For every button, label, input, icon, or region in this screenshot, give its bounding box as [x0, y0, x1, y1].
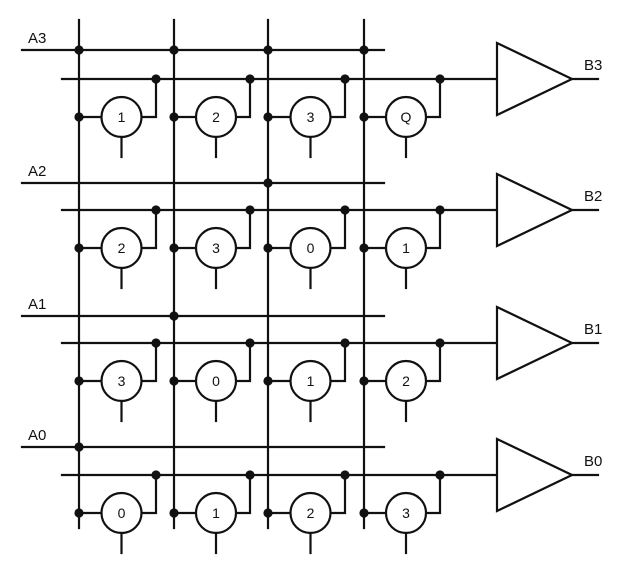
bus-junction-dot — [340, 205, 350, 215]
cell-wire-right — [329, 208, 347, 250]
cell-value: 2 — [212, 109, 220, 125]
bus-junction-dot — [245, 338, 255, 348]
cell-value: 2 — [118, 240, 126, 256]
column-junction-dot — [359, 508, 369, 518]
bus-junction-dot — [435, 338, 445, 348]
column-junction-dot — [169, 376, 179, 386]
address-junction-dot — [359, 45, 369, 55]
cell-wire-right — [424, 473, 442, 515]
cell-wire-right — [424, 77, 442, 119]
cell-wire-right — [140, 473, 158, 515]
column-junction-dot — [74, 243, 84, 253]
cell-wire-right — [424, 341, 442, 383]
cell-value: Q — [401, 109, 412, 125]
buffer-triangle-0 — [495, 41, 575, 117]
bus-junction-dot — [151, 205, 161, 215]
column-junction-dot — [74, 376, 84, 386]
input-label-a3: A3 — [28, 30, 46, 47]
column-junction-dot — [74, 112, 84, 122]
cell-wire-right — [234, 77, 252, 119]
address-junction-dot — [263, 45, 273, 55]
bus-junction-dot — [151, 338, 161, 348]
output-label-b3: B3 — [584, 57, 602, 74]
cell-wire-right — [234, 473, 252, 515]
cell-wire-right — [424, 208, 442, 250]
bus-junction-dot — [245, 205, 255, 215]
column-junction-dot — [263, 243, 273, 253]
bus-junction-dot — [151, 470, 161, 480]
cell-wire-right — [329, 341, 347, 383]
cell-value: 3 — [402, 505, 410, 521]
cell-value: 1 — [212, 505, 220, 521]
bus-junction-dot — [245, 470, 255, 480]
output-label-b0: B0 — [584, 453, 602, 470]
address-junction-dot — [169, 311, 179, 321]
bus-junction-dot — [435, 470, 445, 480]
buffer-triangle-3 — [495, 437, 575, 513]
bus-junction-dot — [340, 74, 350, 84]
column-junction-dot — [169, 243, 179, 253]
column-junction-dot — [359, 112, 369, 122]
cell-wire-right — [234, 208, 252, 250]
column-junction-dot — [169, 508, 179, 518]
cell-value: 1 — [307, 373, 315, 389]
input-label-a2: A2 — [28, 163, 46, 180]
input-label-a0: A0 — [28, 427, 46, 444]
address-junction-dot — [74, 442, 84, 452]
output-label-b2: B2 — [584, 188, 602, 205]
cell-value: 0 — [118, 505, 126, 521]
column-junction-dot — [74, 508, 84, 518]
cell-value: 3 — [118, 373, 126, 389]
bus-junction-dot — [435, 74, 445, 84]
cell-value: 2 — [402, 373, 410, 389]
column-junction-dot — [263, 508, 273, 518]
cell-value: 1 — [118, 109, 126, 125]
cell-wire-right — [329, 77, 347, 119]
address-junction-dot — [169, 45, 179, 55]
cell-value: 1 — [402, 240, 410, 256]
column-junction-dot — [169, 112, 179, 122]
column-junction-dot — [263, 112, 273, 122]
output-label-b1: B1 — [584, 321, 602, 338]
cell-value: 3 — [307, 109, 315, 125]
bus-junction-dot — [245, 74, 255, 84]
bus-junction-dot — [151, 74, 161, 84]
cell-wire-right — [234, 341, 252, 383]
bus-junction-dot — [340, 470, 350, 480]
bus-junction-dot — [340, 338, 350, 348]
cell-value: 2 — [307, 505, 315, 521]
address-junction-dot — [74, 45, 84, 55]
cell-wire-right — [140, 341, 158, 383]
column-junction-dot — [359, 376, 369, 386]
cell-wire-right — [140, 208, 158, 250]
cell-value: 0 — [212, 373, 220, 389]
column-junction-dot — [359, 243, 369, 253]
cell-wire-right — [329, 473, 347, 515]
column-junction-dot — [263, 376, 273, 386]
input-label-a1: A1 — [28, 296, 46, 313]
buffer-triangle-2 — [495, 305, 575, 381]
cell-wire-right — [140, 77, 158, 119]
bus-junction-dot — [435, 205, 445, 215]
address-junction-dot — [263, 178, 273, 188]
cell-value: 3 — [212, 240, 220, 256]
buffer-triangle-1 — [495, 172, 575, 248]
cell-value: 0 — [307, 240, 315, 256]
